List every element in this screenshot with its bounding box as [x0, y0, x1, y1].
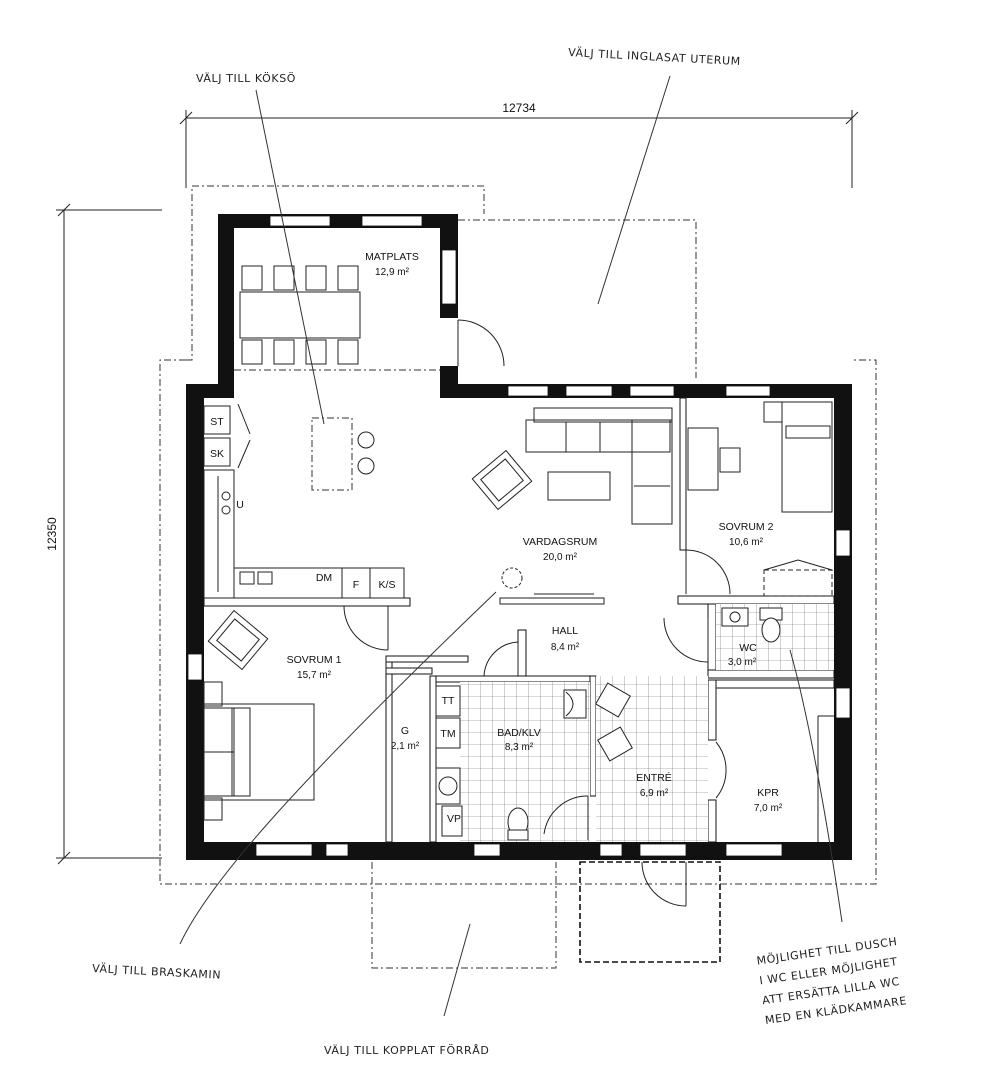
- sk-label: SK: [210, 448, 224, 460]
- f-label: F: [353, 579, 359, 591]
- matplats-area: 12,9 m²: [375, 267, 410, 278]
- entre-label: ENTRÉ: [636, 771, 672, 784]
- tt-label: TT: [442, 695, 455, 707]
- vp-label: VP: [447, 813, 461, 825]
- note-kokso: VÄLJ TILL KÖKSÖ: [196, 72, 296, 85]
- armchair-living: [471, 449, 533, 511]
- sovrum1-furniture: [203, 609, 315, 821]
- ks-label: K/S: [379, 579, 396, 591]
- sovrum2-label: SOVRUM 2: [719, 521, 774, 533]
- width-dimension-text: 12734: [502, 101, 536, 115]
- dm-label: DM: [316, 572, 332, 584]
- wc-fixtures: [721, 607, 783, 643]
- g-label: G: [401, 725, 409, 737]
- vardagsrum-area: 20,0 m²: [543, 552, 578, 563]
- note-forrad: VÄLJ TILL KOPPLAT FÖRRÅD: [324, 1044, 489, 1057]
- note-uterum: VÄLJ TILL INGLASAT UTERUM: [568, 46, 741, 68]
- dimension-width: 12734: [179, 101, 859, 188]
- wc-area: 3,0 m²: [728, 657, 757, 668]
- vardagsrum-label: VARDAGSRUM: [523, 536, 597, 548]
- kpr-details: [817, 715, 834, 842]
- fireplace-marker: [499, 567, 605, 605]
- badklv-area: 8,3 m²: [505, 742, 534, 753]
- sovrum2-furniture: [687, 401, 833, 597]
- hall-label: HALL: [552, 625, 578, 637]
- dimension-height: 12350: [45, 203, 162, 865]
- tm-label: TM: [440, 728, 455, 740]
- room-labels: MATPLATS 12,9 m² VARDAGSRUM 20,0 m² SOVR…: [287, 251, 783, 814]
- kitchen-island: [311, 417, 375, 491]
- optional-outlines: [159, 185, 877, 969]
- annotation-leaders: [179, 75, 843, 1017]
- dining-table: [234, 265, 440, 371]
- wc-label: WC: [739, 642, 757, 654]
- kpr-label: KPR: [757, 787, 779, 799]
- entre-chairs: [595, 682, 633, 762]
- doors: [343, 319, 731, 907]
- annotation-texts: VÄLJ TILL KÖKSÖ VÄLJ TILL INGLASAT UTERU…: [92, 46, 908, 1057]
- hall-area: 8,4 m²: [551, 642, 580, 653]
- sovrum1-area: 15,7 m²: [297, 670, 332, 681]
- badklv-label: BAD/KLV: [497, 727, 541, 739]
- sovrum2-area: 10,6 m²: [729, 537, 764, 548]
- exterior-walls: [186, 214, 852, 860]
- height-dimension-text: 12350: [45, 517, 59, 551]
- matplats-label: MATPLATS: [365, 251, 419, 263]
- bathroom-fixtures: [435, 685, 587, 841]
- kpr-area: 7,0 m²: [754, 803, 783, 814]
- note-braskamin: VÄLJ TILL BRASKAMIN: [92, 962, 222, 982]
- sovrum1-label: SOVRUM 1: [287, 654, 342, 666]
- st-label: ST: [210, 416, 224, 428]
- fixture-labels: ST SK U DM F K/S TT TM VP: [210, 416, 461, 825]
- sofa: [525, 407, 673, 525]
- u-label: U: [236, 499, 244, 511]
- entre-area: 6,9 m²: [640, 788, 669, 799]
- kitchen-cabinets: [203, 403, 405, 599]
- g-area: 2,1 m²: [391, 741, 420, 752]
